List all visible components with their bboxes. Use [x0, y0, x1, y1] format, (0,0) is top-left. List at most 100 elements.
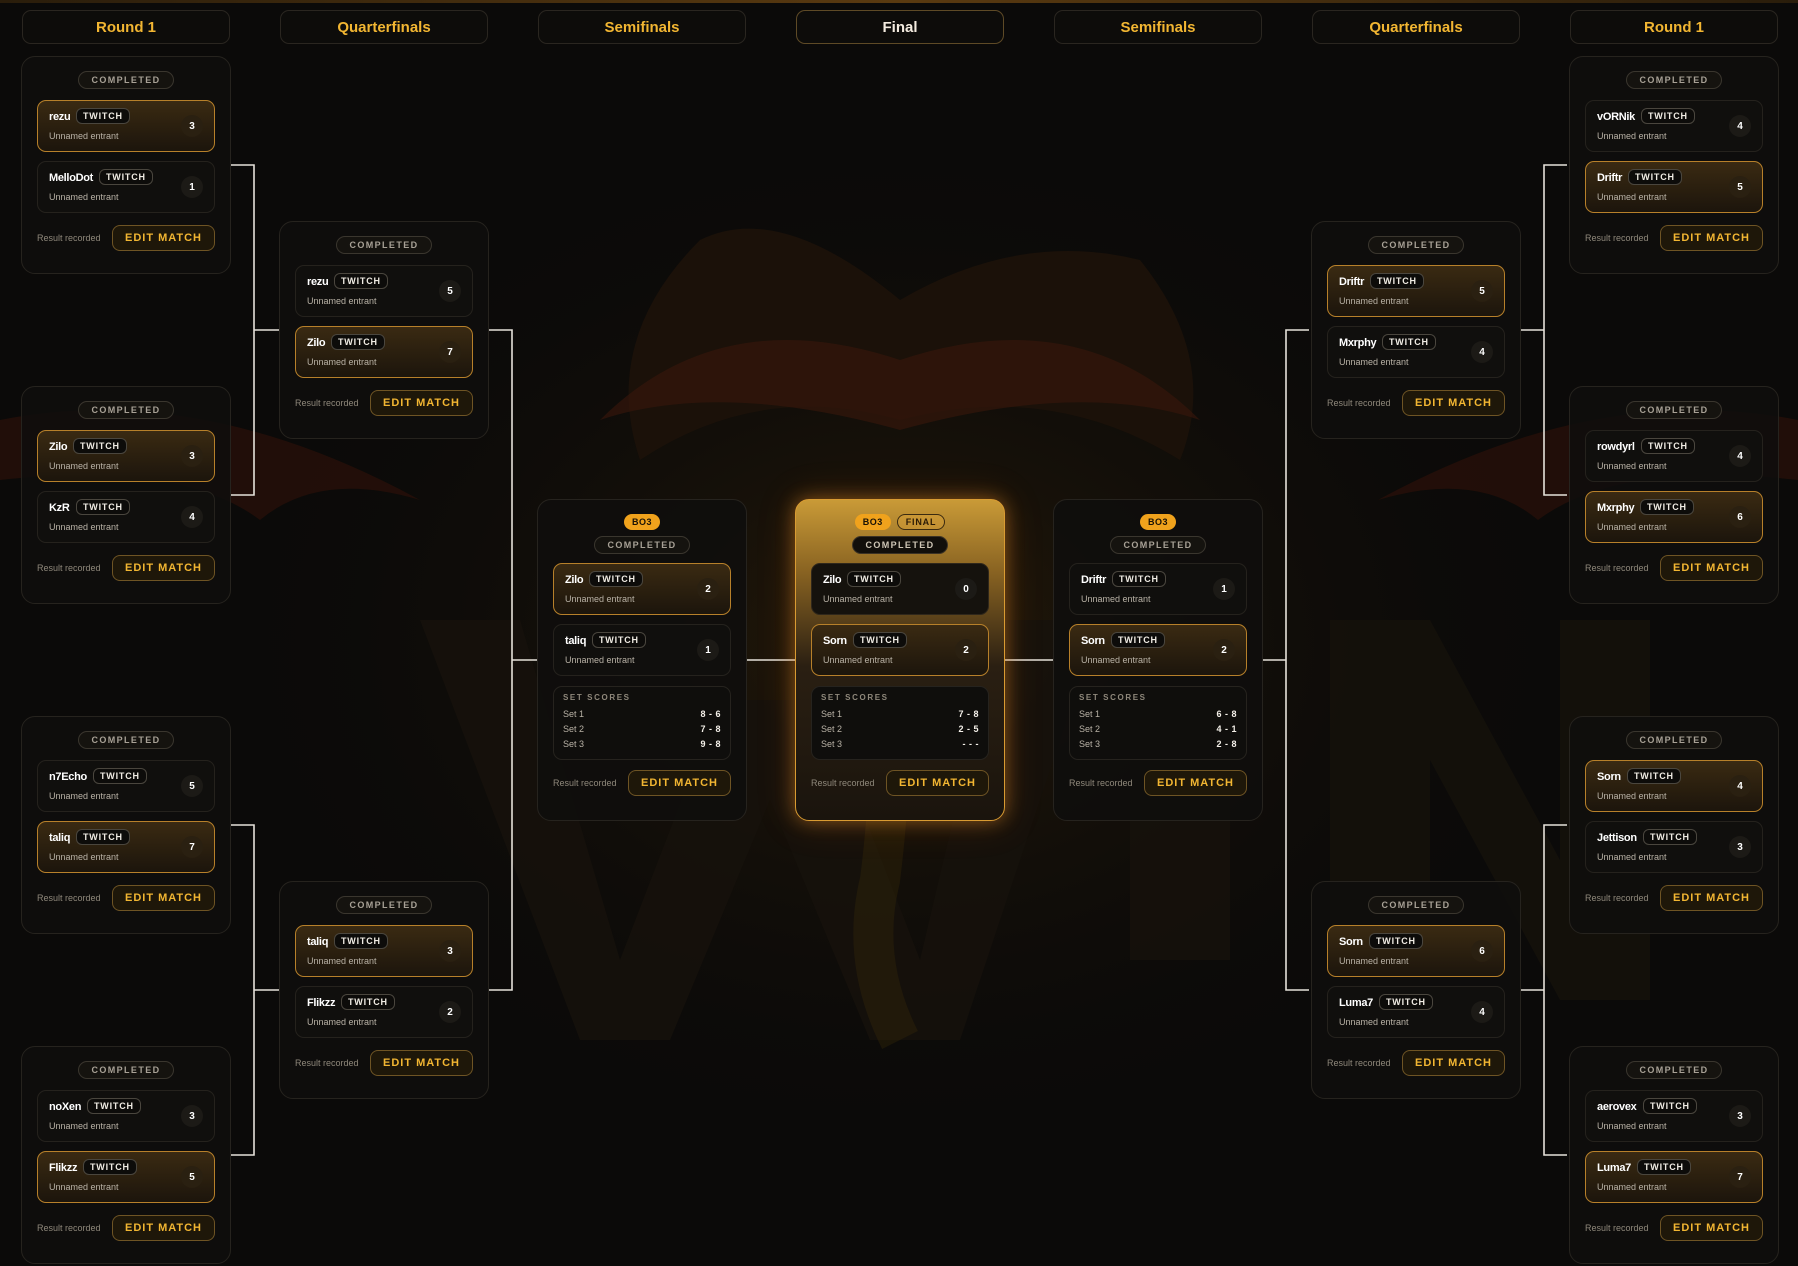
- status-row: COMPLETED: [280, 896, 488, 914]
- entrant-name: Flikzz: [49, 1162, 78, 1174]
- edit-match-button[interactable]: EDIT MATCH: [111, 225, 215, 251]
- edit-match-button[interactable]: EDIT MATCH: [627, 770, 731, 796]
- entrant-score: 3: [181, 1105, 203, 1127]
- entrant-subtitle: Unnamed entrant: [49, 1182, 119, 1192]
- result-status-text: Result recorded: [1069, 778, 1133, 788]
- entrant-score: 4: [1729, 775, 1751, 797]
- status-row: COMPLETED: [1570, 401, 1778, 419]
- edit-match-button[interactable]: EDIT MATCH: [111, 885, 215, 911]
- edit-match-button[interactable]: EDIT MATCH: [1143, 770, 1247, 796]
- status-badge: COMPLETED: [1626, 1061, 1722, 1079]
- status-row: COMPLETED: [538, 536, 746, 554]
- entrant-subtitle: Unnamed entrant: [1339, 1017, 1409, 1027]
- edit-match-button[interactable]: EDIT MATCH: [111, 555, 215, 581]
- entrant-subtitle: Unnamed entrant: [1597, 192, 1667, 202]
- edit-match-button[interactable]: EDIT MATCH: [1659, 225, 1763, 251]
- edit-match-button[interactable]: EDIT MATCH: [369, 1050, 473, 1076]
- entrant-subtitle: Unnamed entrant: [49, 192, 119, 202]
- edit-match-button[interactable]: EDIT MATCH: [1659, 1215, 1763, 1241]
- twitch-badge: TWITCH: [93, 768, 147, 784]
- entrant-name: Driftr: [1339, 276, 1365, 288]
- status-badge: COMPLETED: [78, 71, 174, 89]
- edit-match-button[interactable]: EDIT MATCH: [885, 770, 989, 796]
- set-label: Set 1: [563, 709, 585, 719]
- result-status-text: Result recorded: [295, 1058, 359, 1068]
- result-status-text: Result recorded: [37, 563, 101, 573]
- entrant-name: rowdyrl: [1597, 441, 1635, 453]
- edit-match-button[interactable]: EDIT MATCH: [111, 1215, 215, 1241]
- result-status-text: Result recorded: [1327, 1058, 1391, 1068]
- entrant-score: 1: [181, 176, 203, 198]
- entrant-subtitle: Unnamed entrant: [1597, 791, 1667, 801]
- edit-match-button[interactable]: EDIT MATCH: [1659, 885, 1763, 911]
- status-row: COMPLETED: [22, 731, 230, 749]
- entrant-score: 5: [439, 280, 461, 302]
- entrant-subtitle: Unnamed entrant: [1081, 594, 1151, 604]
- entrant-subtitle: Unnamed entrant: [1339, 357, 1409, 367]
- entrant-score: 7: [181, 836, 203, 858]
- entrant-subtitle: Unnamed entrant: [1597, 522, 1667, 532]
- edit-match-button[interactable]: EDIT MATCH: [1659, 555, 1763, 581]
- twitch-badge: TWITCH: [83, 1159, 137, 1175]
- entrant-subtitle: Unnamed entrant: [307, 1017, 377, 1027]
- set-label: Set 2: [1079, 724, 1101, 734]
- entrant-score: 5: [181, 775, 203, 797]
- status-row: COMPLETED: [1570, 1061, 1778, 1079]
- edit-match-button[interactable]: EDIT MATCH: [1401, 1050, 1505, 1076]
- set-label: Set 2: [563, 724, 585, 734]
- entrant-score: 0: [955, 578, 977, 600]
- match-footer: Result recorded EDIT MATCH: [1585, 555, 1763, 581]
- entrant-score: 2: [439, 1001, 461, 1023]
- entrant-subtitle: Unnamed entrant: [1597, 461, 1667, 471]
- entrant-subtitle: Unnamed entrant: [1597, 131, 1667, 141]
- set-label: Set 3: [1079, 739, 1101, 749]
- twitch-badge: TWITCH: [1640, 499, 1694, 515]
- entrant-score: 4: [1729, 115, 1751, 137]
- result-status-text: Result recorded: [1585, 563, 1649, 573]
- set-scores-title: SET SCORES: [821, 693, 889, 702]
- set-value: 7 - 8: [700, 724, 721, 734]
- entrant-name: Flikzz: [307, 997, 336, 1009]
- edit-match-button[interactable]: EDIT MATCH: [1401, 390, 1505, 416]
- edit-match-button[interactable]: EDIT MATCH: [369, 390, 473, 416]
